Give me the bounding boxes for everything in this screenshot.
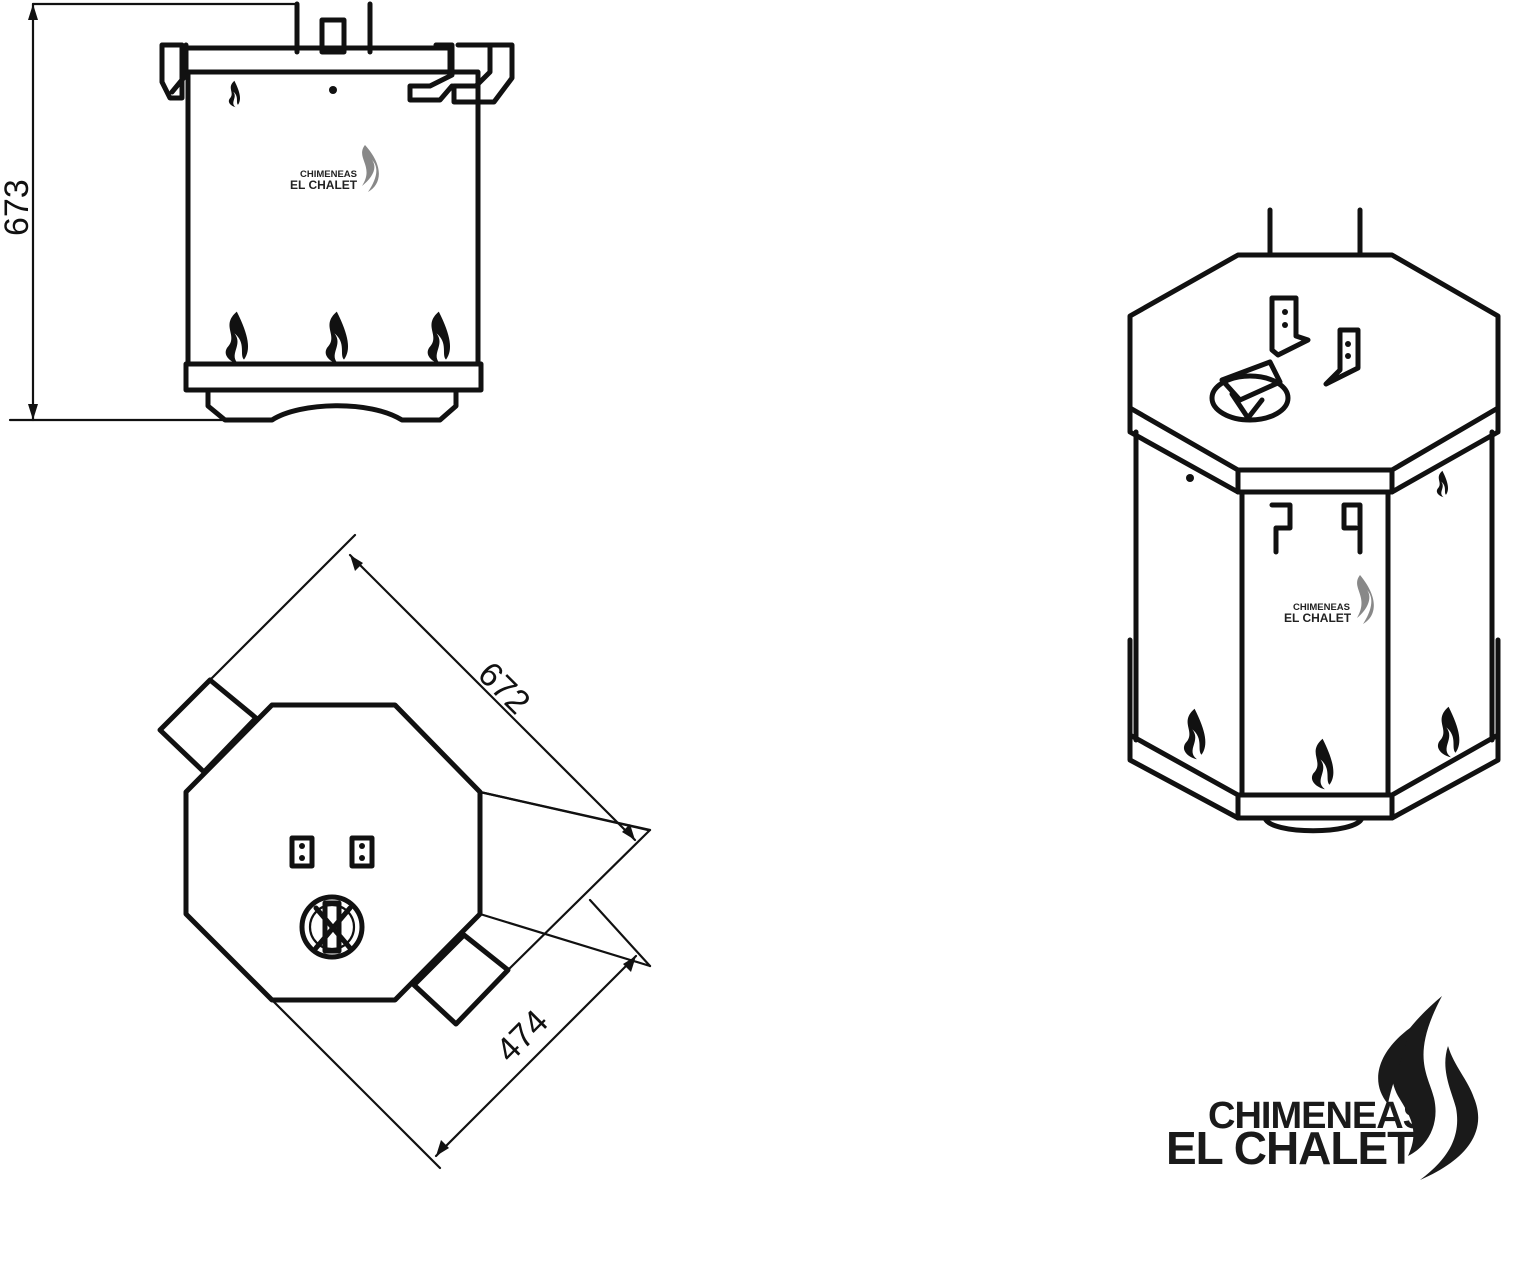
plan-bracket-left [289, 835, 315, 869]
diagonal-dimension-line [348, 553, 637, 842]
plan-burner [299, 894, 365, 960]
svg-text:EL CHALET: EL CHALET [290, 178, 358, 192]
isometric-view: CHIMENEAS EL CHALET [1127, 207, 1501, 834]
iso-bottom-band [1127, 732, 1501, 821]
svg-text:CHIMENEAS: CHIMENEAS [300, 169, 357, 180]
width-dimension-line [434, 954, 638, 1158]
base-band [183, 361, 484, 393]
svg-text:CHIMENEAS: CHIMENEAS [1293, 602, 1350, 613]
top-plan-view: 672 474 [157, 533, 652, 1170]
height-label: 673 [0, 179, 36, 236]
brand-logo: CHIMENEAS EL CHALET [1166, 996, 1479, 1180]
duct-right [411, 932, 511, 1027]
svg-text:EL CHALET: EL CHALET [1284, 611, 1352, 625]
front-elevation-view: 673 CHIMENEAS EL CHALET [0, 1, 515, 423]
flame-logo-icon [1391, 996, 1479, 1180]
diagonal-label: 672 [470, 655, 537, 722]
iso-logo: CHIMENEAS EL CHALET [1284, 575, 1374, 625]
arrow-top [28, 4, 38, 20]
brand-line2: EL CHALET [1166, 1122, 1415, 1174]
plan-octagon [183, 702, 483, 1003]
arrow-bottom [28, 404, 38, 420]
duct-left [157, 677, 259, 775]
iso-top [1127, 252, 1501, 473]
plan-bracket-right [349, 835, 375, 869]
brand-line1: CHIMENEAS [1208, 1095, 1427, 1137]
top-plate [179, 45, 453, 75]
front-logo: CHIMENEAS EL CHALET [290, 145, 379, 192]
width-label: 474 [489, 1003, 556, 1070]
